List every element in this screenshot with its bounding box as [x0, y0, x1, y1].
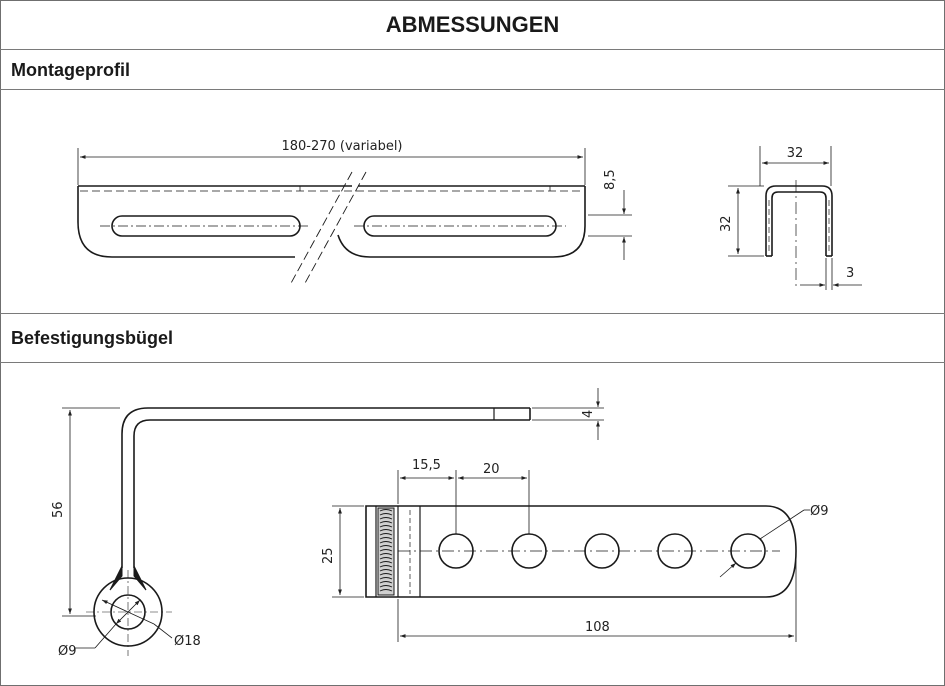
dim-first-offset-label: 15,5: [412, 458, 441, 473]
weld-bead: [379, 525, 393, 528]
weld-bead: [379, 589, 393, 592]
dim-height-label: 8,5: [603, 169, 618, 190]
weld-bead: [379, 549, 393, 552]
weld-bead: [379, 509, 393, 512]
weld-bead: [379, 553, 393, 556]
dim-hole-small-label: Ø9: [58, 644, 77, 659]
weld-bead: [379, 573, 393, 576]
section-divider: [0, 362, 945, 363]
bracket-side-view: [62, 388, 604, 656]
bracket-plate-top-view: [332, 470, 810, 642]
weld-bead: [379, 545, 393, 548]
page-title: ABMESSUNGEN: [385, 12, 560, 37]
weld-seam: [379, 509, 393, 592]
weld-bead: [379, 517, 393, 520]
weld-bead: [379, 561, 393, 564]
dim-thickness-label: 3: [846, 266, 854, 281]
weld-bead: [379, 541, 393, 544]
dim-bracket-thickness-label: 4: [581, 410, 596, 418]
dim-pitch-label: 20: [483, 462, 500, 477]
section-title-befestigungsbuegel: Befestigungsbügel: [11, 328, 174, 348]
section-divider: [0, 89, 945, 90]
weld-bead: [379, 529, 393, 532]
dim-plate-width-label: 25: [321, 547, 336, 564]
section-divider: [0, 313, 945, 314]
dim-length-label: 180-270 (variabel): [281, 139, 402, 154]
title-divider: [0, 49, 945, 50]
dim-hole-dia-label: Ø9: [810, 504, 829, 519]
dim-eye-outer-label: Ø18: [174, 634, 201, 649]
weld-bead: [379, 513, 393, 516]
weld-bead: [379, 533, 393, 536]
dim-profile-height-label: 32: [719, 215, 734, 232]
dim-profile-width-label: 32: [787, 146, 804, 161]
weld-bead: [379, 521, 393, 524]
weld-bead: [379, 557, 393, 560]
section-title-montageprofil: Montageprofil: [11, 60, 130, 80]
weld-bead: [379, 577, 393, 580]
dim-bracket-height-label: 56: [51, 501, 66, 518]
mounting-profile-side-view: [77, 148, 632, 286]
weld-bead: [379, 537, 393, 540]
weld-bead: [379, 569, 393, 572]
dim-plate-length-label: 108: [585, 620, 610, 635]
weld-bead: [379, 585, 393, 588]
mounting-profile-cross-section: [728, 146, 862, 290]
weld-bead: [379, 581, 393, 584]
weld-bead: [379, 565, 393, 568]
